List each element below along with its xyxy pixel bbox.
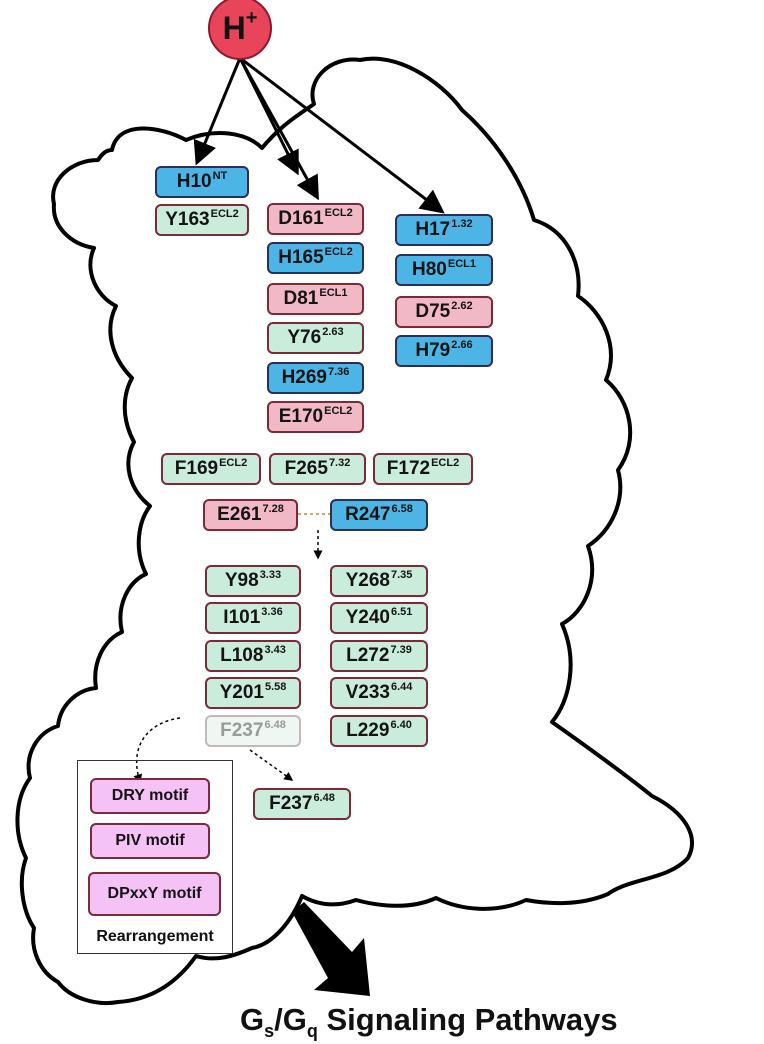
signaling-pathways-label: Gs/Gq Signaling Pathways (240, 1002, 618, 1041)
motif-dry: DRY motif (90, 778, 210, 814)
arrow-to-h17 (239, 56, 445, 214)
motif-piv: PIV motif (90, 823, 210, 859)
arrow-to-h10 (193, 57, 242, 166)
proton-h-plus: H+ (208, 0, 272, 60)
rearrangement-box (77, 760, 233, 954)
dashed-arrow-to-f237 (249, 749, 294, 781)
signaling-arrow (292, 902, 370, 996)
rearrangement-label: Rearrangement (96, 928, 214, 945)
motif-dpxxy: DPxxY motif (88, 872, 221, 916)
arrow-to-mid (238, 57, 299, 176)
